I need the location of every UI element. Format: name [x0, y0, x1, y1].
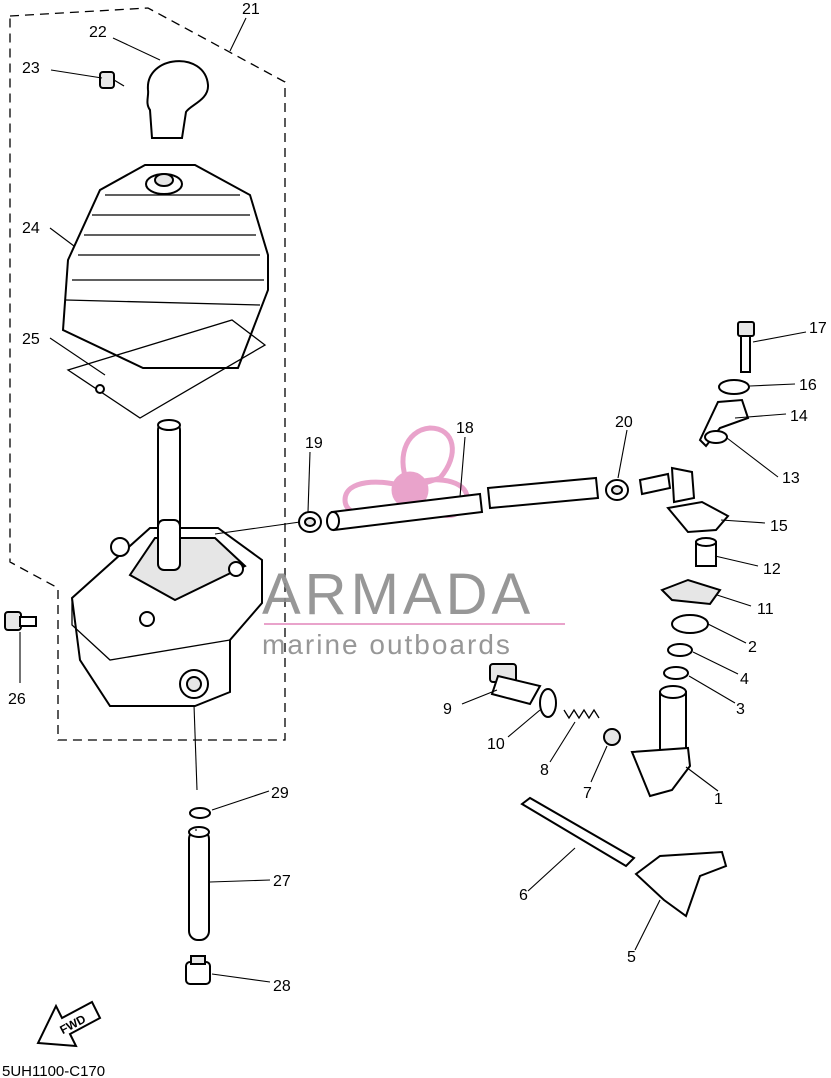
callout-10: 10: [487, 736, 505, 753]
callout-27: 27: [273, 873, 291, 890]
part-13-washer: [704, 430, 728, 444]
part-20-bushing: [605, 479, 629, 501]
part-4-clip: [667, 643, 693, 657]
callout-16: 16: [799, 377, 817, 394]
part-1-shift-rod: [630, 685, 692, 798]
callout-6: 6: [519, 887, 528, 904]
callout-4: 4: [740, 671, 749, 688]
watermark-tagline: marine outboards: [262, 629, 512, 660]
fwd-arrow-icon: FWD: [36, 1000, 102, 1048]
callout-11: 11: [757, 601, 774, 618]
callout-29: 29: [271, 785, 289, 802]
callout-20: 20: [615, 414, 633, 431]
callout-24: 24: [22, 220, 40, 237]
part-9-plug: [489, 663, 542, 706]
part-27-rod: [188, 826, 210, 941]
callout-numbers: 1 2 3 4 5 6 7 8 9 10 11 12 13 14 15 16 1…: [8, 1, 827, 995]
callout-15: 15: [770, 518, 788, 535]
watermark-brand: ARMADA: [262, 562, 534, 627]
callout-12: 12: [763, 561, 781, 578]
callout-18: 18: [456, 420, 474, 437]
callout-5: 5: [627, 949, 636, 966]
callout-14: 14: [790, 408, 808, 425]
callout-9: 9: [443, 701, 452, 718]
part-3-washer: [663, 666, 689, 680]
part-29-clip: [189, 807, 211, 819]
part-5-fork: [634, 850, 728, 918]
leader-lines: [19, 17, 807, 983]
callout-28: 28: [273, 978, 291, 995]
part-2-ring: [671, 614, 709, 634]
part-8-spring: [563, 708, 600, 720]
callout-22: 22: [89, 24, 107, 41]
callout-7: 7: [583, 785, 592, 802]
callout-25: 25: [22, 331, 40, 348]
callout-17: 17: [809, 320, 827, 337]
part-18-cable: [326, 476, 600, 532]
part-cable-joint: [638, 466, 696, 504]
part-7-ball: [603, 728, 621, 746]
part-21-lever-box: [70, 419, 263, 707]
part-25-gasket: [66, 319, 267, 419]
part-10-oring: [539, 688, 557, 718]
part-16-washer: [718, 379, 750, 395]
part-24-boot: [61, 164, 269, 369]
callout-26: 26: [8, 691, 26, 708]
callout-2: 2: [748, 639, 757, 656]
part-22-knob: [146, 60, 210, 139]
part-15-lever: [666, 500, 730, 534]
part-11-plate: [660, 578, 722, 606]
callout-13: 13: [782, 470, 800, 487]
callout-3: 3: [736, 701, 745, 718]
callout-23: 23: [22, 60, 40, 77]
watermark: ARMADA marine outboards: [262, 425, 565, 660]
part-26-bolt: [4, 611, 37, 631]
callout-19: 19: [305, 435, 323, 452]
callout-1: 1: [714, 791, 723, 808]
callout-8: 8: [540, 762, 549, 779]
part-19-bushing: [298, 511, 322, 533]
assembly-21-boundary: [9, 7, 286, 741]
callout-21: 21: [242, 1, 260, 18]
part-28-grommet: [185, 955, 211, 985]
part-6-shaft: [520, 796, 636, 868]
diagram-code: 5UH1100-C170: [2, 1063, 105, 1078]
part-12-collar: [695, 537, 717, 567]
part-17-bolt: [737, 321, 755, 373]
part-23-screw: [99, 71, 125, 89]
